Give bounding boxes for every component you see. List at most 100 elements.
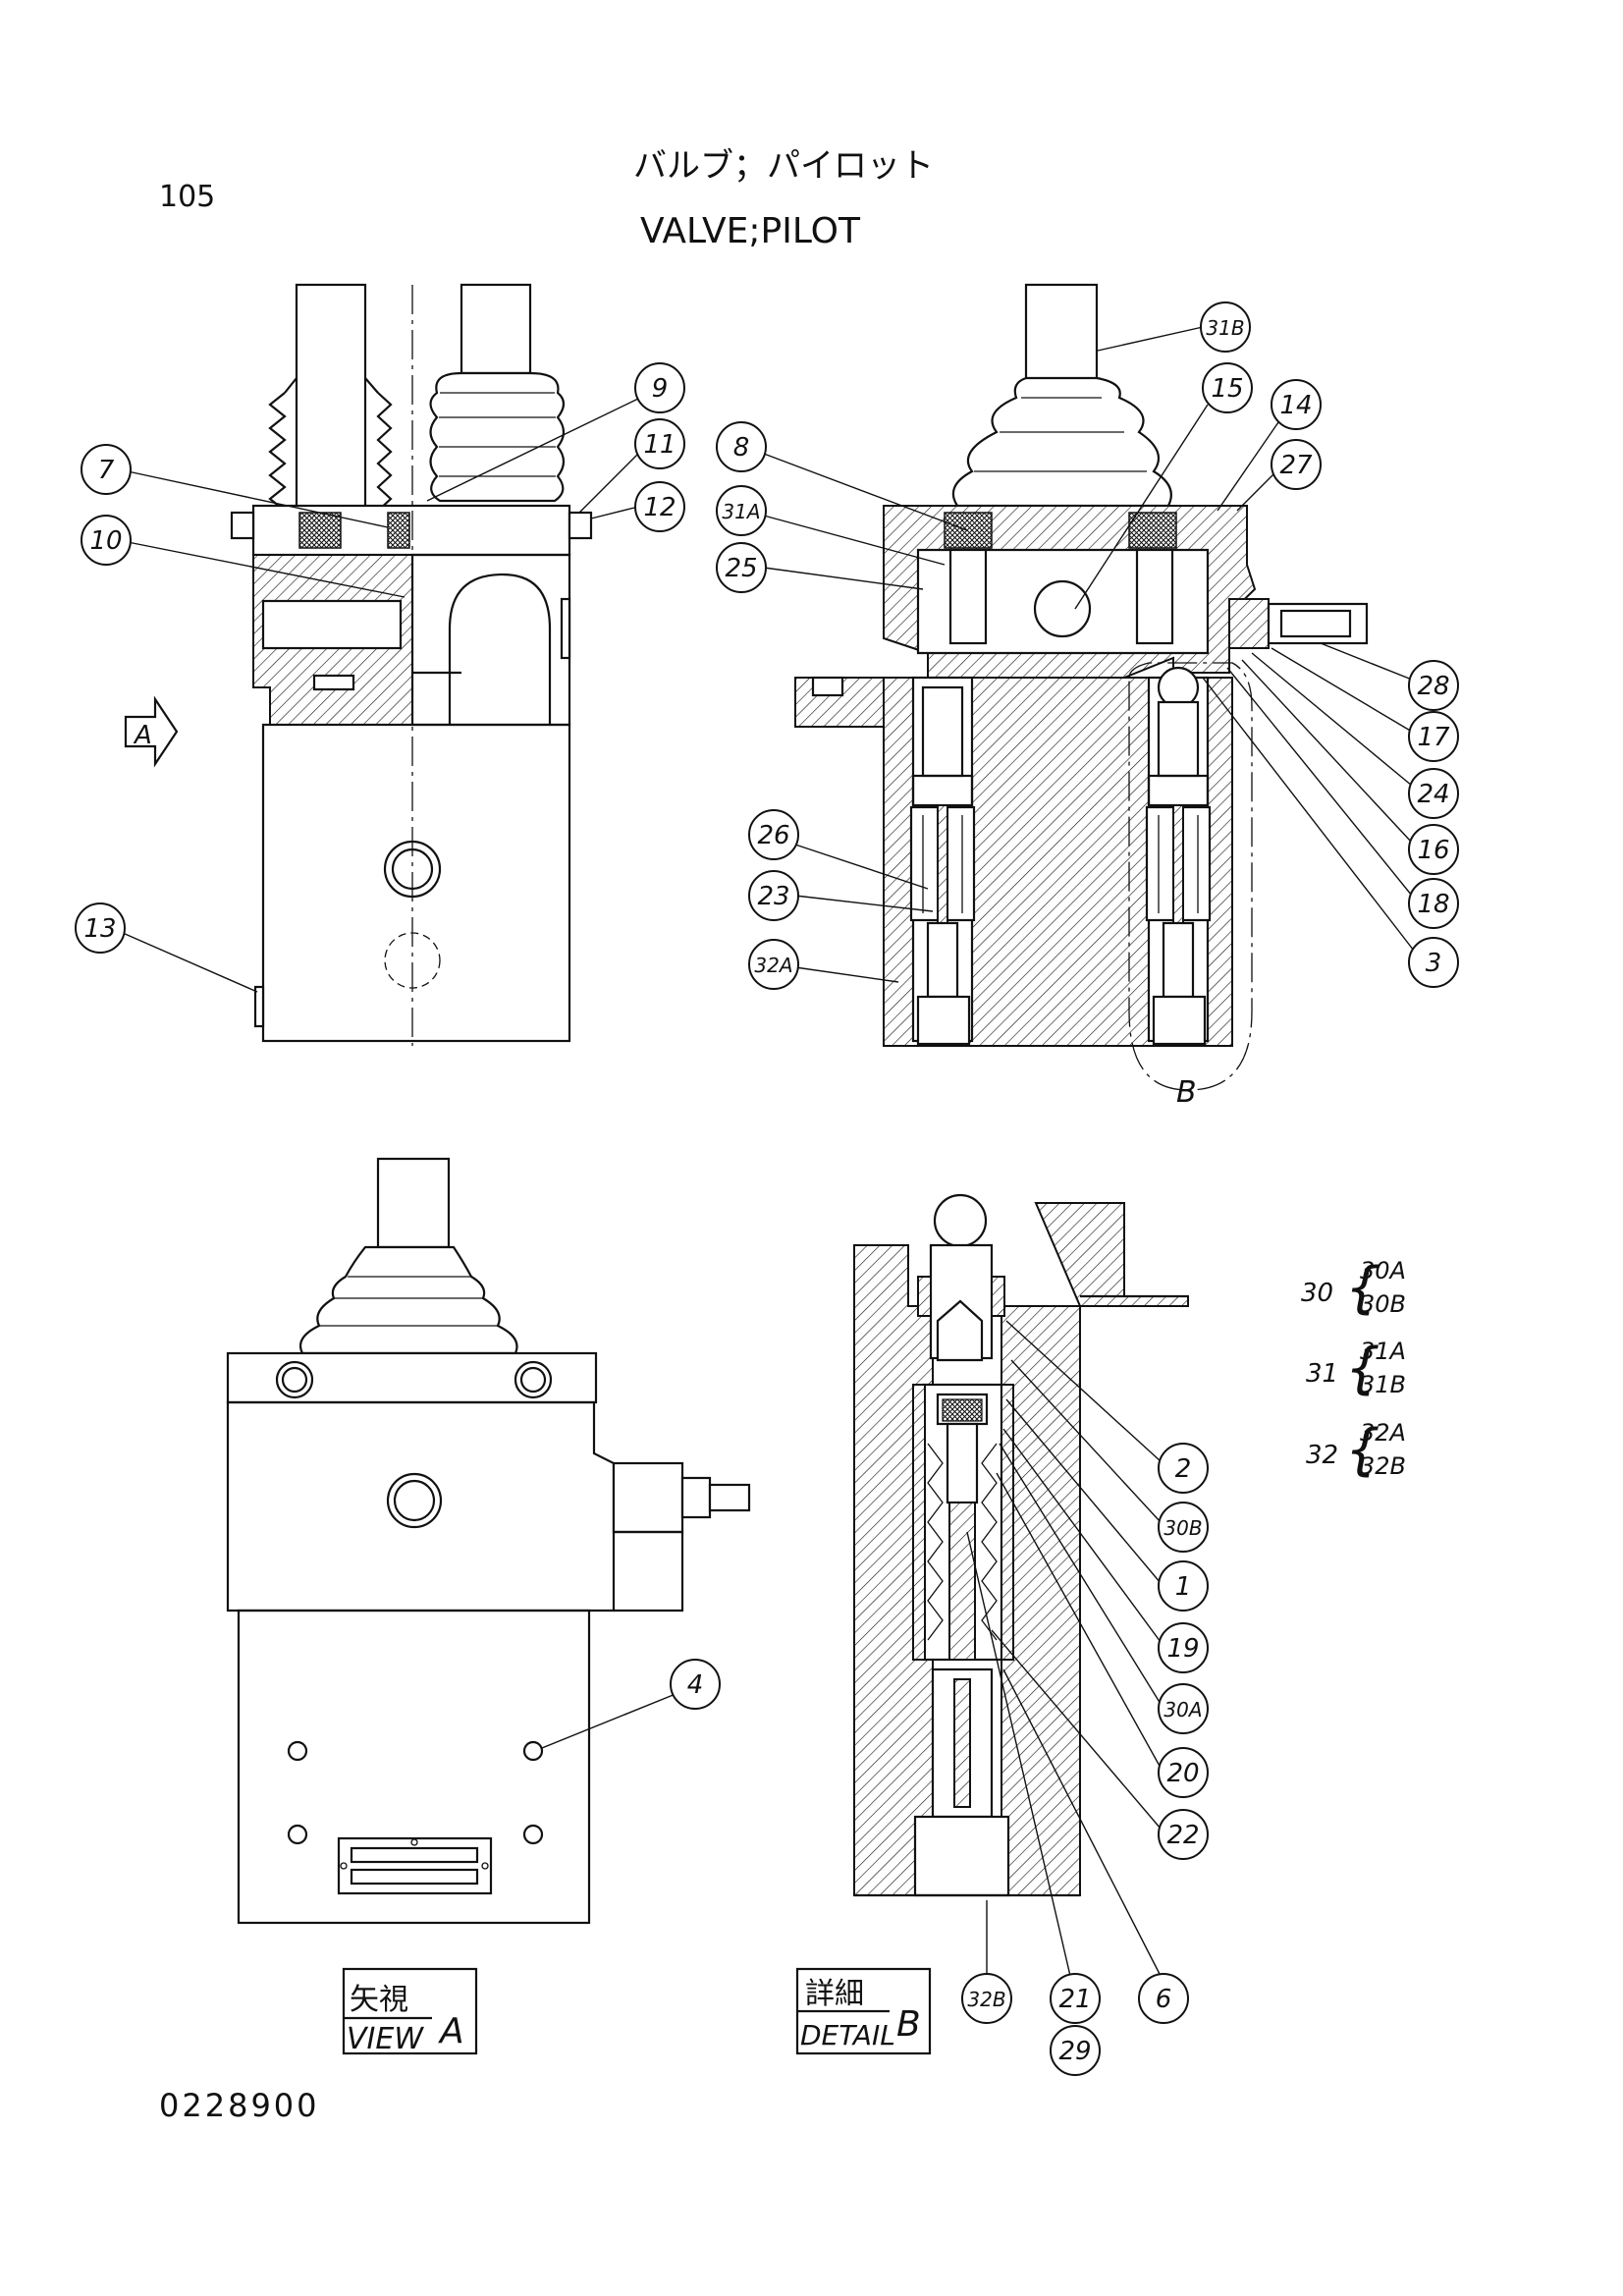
svg-text:9: 9: [652, 374, 669, 404]
svg-text:7: 7: [98, 456, 115, 485]
svg-text:17: 17: [1417, 723, 1450, 752]
callout-14: 14: [1217, 379, 1322, 512]
callout-4: 4: [541, 1659, 721, 1749]
callout-26: 26: [748, 809, 929, 890]
svg-text:26: 26: [757, 821, 789, 850]
svg-text:10: 10: [89, 526, 122, 556]
svg-text:21: 21: [1058, 1985, 1091, 2014]
legend-item-32b: 32B: [1360, 1452, 1406, 1480]
svg-text:16: 16: [1417, 836, 1449, 865]
view-a: [226, 1157, 751, 1925]
callout-22: 22: [991, 1629, 1209, 1860]
svg-text:30A: 30A: [1163, 1698, 1202, 1722]
svg-text:23: 23: [757, 882, 789, 911]
svg-text:4: 4: [687, 1670, 704, 1700]
svg-text:18: 18: [1417, 890, 1449, 919]
callout-1: 1: [1005, 1398, 1209, 1612]
svg-text:20: 20: [1166, 1759, 1199, 1788]
detail-b-marker: B: [1176, 1075, 1197, 1110]
svg-text:30B: 30B: [1163, 1516, 1202, 1540]
callout-25: 25: [716, 542, 924, 593]
svg-text:22: 22: [1166, 1821, 1199, 1850]
legend-item-30a: 30A: [1360, 1257, 1406, 1285]
svg-text:28: 28: [1417, 672, 1449, 701]
callout-24: 24: [1251, 652, 1459, 819]
legend-group-30: 30: [1301, 1279, 1333, 1308]
callout-12: 12: [590, 481, 685, 532]
legend-group-32: 32: [1306, 1441, 1338, 1470]
callout-18: 18: [1226, 667, 1459, 929]
title-english: VALVE;PILOT: [640, 211, 861, 251]
callout-10: 10: [81, 515, 406, 598]
callout-3: 3: [1202, 677, 1459, 988]
svg-text:8: 8: [733, 433, 750, 463]
view-a-marker: A: [133, 721, 152, 750]
view-a-label-en: VIEW: [347, 2022, 424, 2056]
callout-28: 28: [1320, 642, 1459, 711]
svg-text:2: 2: [1175, 1454, 1192, 1484]
detail-b-label-jp: 詳細: [805, 1977, 864, 2011]
callout-32B: 32B: [961, 1900, 1012, 2024]
part-legend: 30 { 30A 30B 31 { 31A 31B 32 { 32A 32B: [1301, 1256, 1406, 1482]
svg-text:19: 19: [1166, 1634, 1199, 1664]
svg-text:31B: 31B: [1206, 316, 1244, 340]
callout-11: 11: [578, 418, 685, 514]
callout-30A: 30A: [999, 1443, 1209, 1734]
svg-text:12: 12: [643, 493, 676, 522]
legend-item-31b: 31B: [1360, 1371, 1406, 1398]
svg-text:32A: 32A: [754, 954, 792, 977]
callout-27: 27: [1236, 439, 1322, 512]
svg-text:11: 11: [643, 430, 676, 460]
svg-text:29: 29: [1058, 2037, 1091, 2066]
svg-text:27: 27: [1279, 451, 1313, 480]
callout-17: 17: [1271, 647, 1459, 762]
callout-32A: 32A: [748, 939, 899, 990]
svg-text:{: {: [1345, 1337, 1380, 1400]
callout-16: 16: [1241, 659, 1459, 875]
detail-b-label: 詳細 DETAIL B: [795, 1967, 932, 2055]
svg-text:{: {: [1345, 1418, 1380, 1482]
callout-15: 15: [1074, 362, 1253, 610]
view-a-label-jp: 矢視: [350, 1983, 408, 2017]
callout-8: 8: [716, 421, 968, 531]
callout-20: 20: [996, 1472, 1209, 1798]
legend-item-31a: 31A: [1360, 1338, 1406, 1365]
callout-29: 29: [1050, 2025, 1101, 2076]
svg-text:25: 25: [725, 554, 757, 583]
callout-6: 6: [1002, 1668, 1189, 2024]
view-a-label-letter: A: [438, 2011, 464, 2051]
svg-text:1: 1: [1175, 1572, 1192, 1602]
svg-text:14: 14: [1279, 391, 1312, 420]
detail-b-label-letter: B: [896, 2004, 921, 2045]
svg-text:13: 13: [83, 914, 116, 944]
svg-text:24: 24: [1417, 780, 1449, 809]
title-japanese: バルブ；パイロット: [633, 146, 934, 186]
view-a-label: 矢視 VIEW A: [342, 1967, 478, 2056]
svg-text:{: {: [1345, 1256, 1380, 1320]
drawing-number: 0228900: [159, 2087, 320, 2124]
callout-23: 23: [748, 870, 934, 921]
callout-19: 19: [1002, 1428, 1209, 1673]
svg-text:3: 3: [1426, 949, 1442, 978]
svg-text:15: 15: [1211, 374, 1243, 404]
callout-21: 21: [966, 1531, 1101, 2024]
legend-item-32a: 32A: [1360, 1419, 1406, 1447]
svg-text:6: 6: [1156, 1985, 1172, 2014]
side-view: A: [124, 283, 593, 1046]
legend-item-30b: 30B: [1360, 1290, 1406, 1318]
svg-text:32B: 32B: [967, 1988, 1005, 2011]
callout-2: 2: [1005, 1320, 1209, 1494]
section-view: B: [794, 283, 1369, 1110]
page-number: 105: [159, 180, 215, 214]
detail-b-label-en: DETAIL: [800, 2019, 895, 2051]
callout-13: 13: [75, 902, 258, 993]
callout-7: 7: [81, 444, 389, 528]
detail-b: [853, 1193, 1189, 1897]
legend-group-31: 31: [1306, 1359, 1338, 1389]
callout-31B: 31B: [1097, 301, 1251, 353]
callout-9: 9: [426, 362, 685, 502]
svg-text:31A: 31A: [722, 500, 760, 523]
callout-31A: 31A: [716, 485, 946, 566]
callout-30B: 30B: [1010, 1359, 1209, 1553]
